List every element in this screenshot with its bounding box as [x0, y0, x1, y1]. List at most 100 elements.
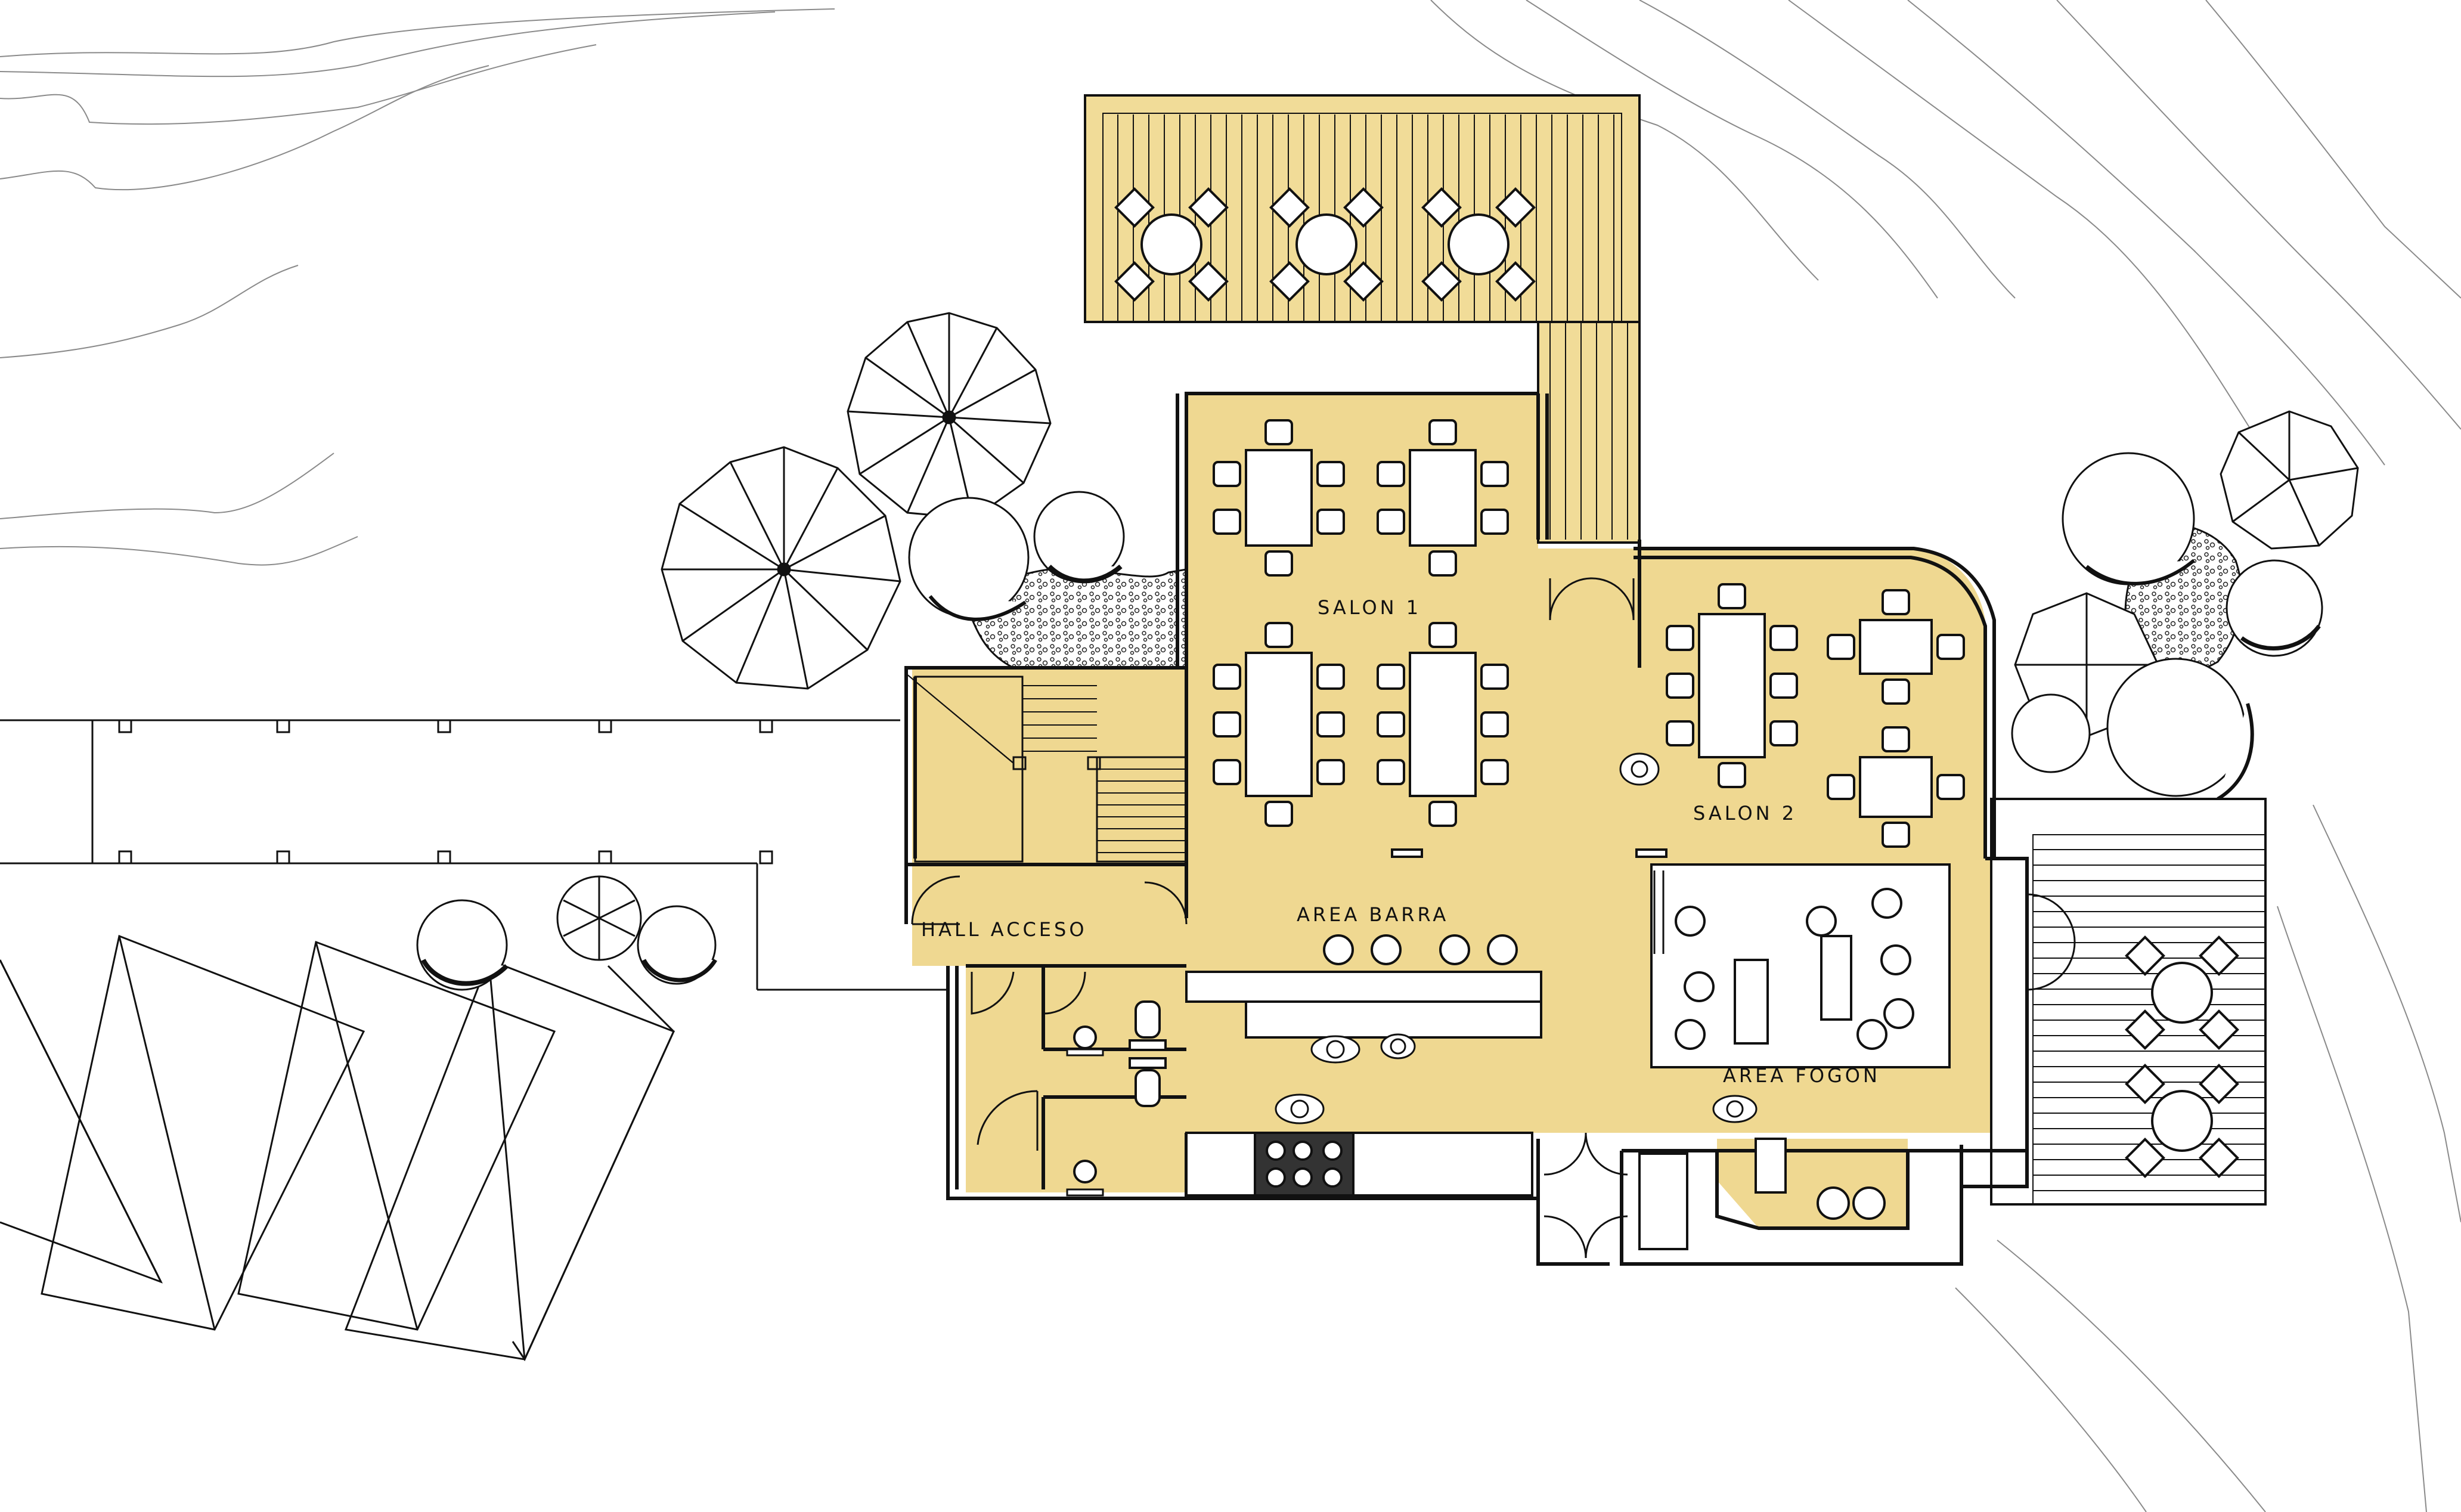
shrub-icon	[2011, 693, 2091, 773]
people	[1275, 752, 1758, 1124]
stool-icon	[1883, 998, 1914, 1029]
stool-icon	[1871, 888, 1902, 919]
dining-table-icon	[1409, 652, 1477, 797]
chair-icon	[1428, 622, 1457, 648]
doors	[911, 577, 2076, 1259]
bar-counter	[1245, 1000, 1542, 1039]
round-table-icon	[1114, 187, 1229, 302]
stool-icon	[1856, 1019, 1887, 1050]
person-icon	[1619, 752, 1660, 786]
tree-canopy-icon	[847, 312, 1052, 520]
chair-icon	[1316, 509, 1345, 535]
person-icon	[1380, 1033, 1416, 1059]
chair-icon	[1882, 589, 1910, 615]
room-labels: SALON 1 SALON 2 AREA BARRA HALL ACCESO A…	[921, 596, 1880, 1087]
tree-canopy-icon	[2220, 410, 2359, 550]
stool-icon	[1371, 934, 1402, 965]
bar-counter	[1185, 971, 1542, 1003]
covered-walkway	[0, 719, 948, 991]
chair-icon	[1718, 762, 1746, 788]
round-table-icon	[2125, 1064, 2239, 1178]
chair-icon	[1316, 664, 1345, 690]
shrub-icon	[2062, 452, 2195, 585]
stove-icon	[1254, 1132, 1355, 1197]
chair-icon	[1213, 664, 1241, 690]
landscaping	[416, 312, 2359, 991]
furniture	[1066, 449, 1951, 1250]
label-area-barra: AREA BARRA	[1297, 903, 1449, 926]
chair-icon	[1769, 720, 1798, 746]
stool-icon	[1439, 934, 1470, 965]
chair-icon	[1769, 625, 1798, 651]
tree-canopy-icon	[661, 446, 901, 690]
stool-icon	[1487, 934, 1518, 965]
shrub-icon	[1033, 491, 1125, 584]
chair-icon	[1827, 774, 1855, 800]
label-area-fogon: AREA FOGON	[1723, 1064, 1880, 1087]
sink-icon	[1073, 1025, 1097, 1049]
chair-icon	[1264, 801, 1293, 827]
chair-icon	[1213, 759, 1241, 785]
label-salon-1: SALON 1	[1318, 596, 1421, 619]
chair-icon	[1882, 678, 1910, 705]
dining-table-icon	[1698, 613, 1766, 758]
chair-icon	[1936, 774, 1965, 800]
person-icon	[1275, 1093, 1325, 1124]
door-swing-icon	[1549, 577, 1635, 621]
chair-icon	[1769, 673, 1798, 699]
chair-icon	[1666, 673, 1694, 699]
chair-icon	[1316, 461, 1345, 487]
chair-icon	[1377, 509, 1405, 535]
round-table-icon	[1421, 187, 1536, 302]
shrub-icon	[2106, 658, 2254, 801]
shrub-icon	[416, 899, 509, 991]
round-table-sets	[1114, 187, 2239, 1178]
chair-icon	[1480, 509, 1509, 535]
door-swing-icon	[911, 875, 960, 925]
chair-icon	[1428, 550, 1457, 577]
chair-icon	[1377, 461, 1405, 487]
shrub-icon	[2226, 559, 2323, 657]
chair-icon	[1316, 759, 1345, 785]
dining-table-icon	[1245, 449, 1313, 547]
tree-canopy-icon	[556, 875, 642, 961]
chair-icon	[1316, 711, 1345, 738]
door-swing-icon	[1043, 971, 1086, 1015]
chair-icon	[1827, 634, 1855, 660]
chair-icon	[1480, 711, 1509, 738]
dining-table-icon	[1859, 756, 1933, 818]
toilet-icon	[1129, 1057, 1167, 1107]
toilet-icon	[1129, 1000, 1167, 1051]
chair-icon	[1264, 622, 1293, 648]
chair-icon	[1480, 664, 1509, 690]
chair-icon	[1480, 759, 1509, 785]
stool-icon	[1323, 934, 1354, 965]
door-swing-icon	[1543, 1215, 1628, 1259]
stool-icon	[1684, 971, 1715, 1002]
round-table-icon	[2125, 935, 2239, 1050]
parking-shade-canopies	[0, 934, 675, 1362]
chair-icon	[1213, 461, 1241, 487]
chair-icon	[1718, 583, 1746, 609]
chair-icon	[1377, 759, 1405, 785]
chair-icon	[1377, 711, 1405, 738]
dining-table-icon	[1859, 619, 1933, 675]
chair-icon	[1666, 625, 1694, 651]
person-icon	[1712, 1095, 1758, 1123]
chair-icon	[1882, 822, 1910, 848]
person-icon	[1310, 1035, 1360, 1064]
sink-icon	[1073, 1160, 1097, 1183]
stool-icon	[1675, 906, 1706, 937]
chair-icon	[1428, 801, 1457, 827]
shrub-icon	[637, 905, 717, 985]
chair-icon	[1264, 419, 1293, 445]
round-table-icon	[1269, 187, 1384, 302]
chair-icon	[1264, 550, 1293, 577]
chair-icon	[1882, 726, 1910, 752]
door-swing-icon	[977, 1090, 1039, 1151]
dining-table-icon	[1245, 652, 1313, 797]
chair-icon	[1213, 509, 1241, 535]
door-swing-icon	[1144, 881, 1188, 925]
